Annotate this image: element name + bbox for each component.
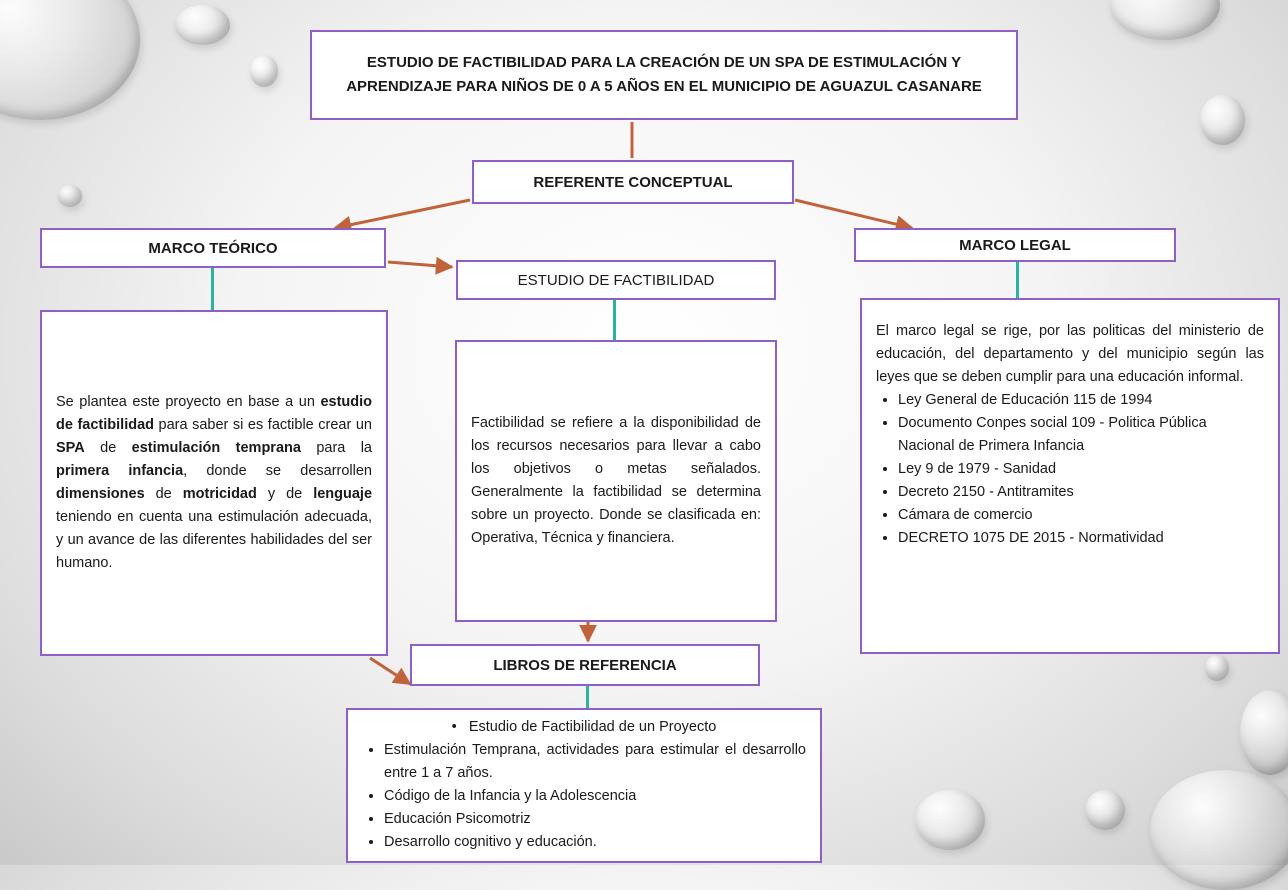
connector-libros	[586, 686, 589, 708]
emphasis-text: motricidad	[182, 486, 257, 502]
libros-first-item-row: • Estudio de Factibilidad de un Proyecto	[362, 716, 806, 739]
referente-conceptual-box: REFERENTE CONCEPTUAL	[472, 160, 794, 204]
main-title: ESTUDIO DE FACTIBILIDAD PARA LA CREACIÓN…	[310, 30, 1018, 120]
paragraph-text: para saber si es factible crear un	[154, 417, 372, 433]
list-item: Ley 9 de 1979 - Sanidad	[898, 458, 1264, 481]
paragraph-text: Se plantea este proyecto en base a un	[56, 394, 321, 410]
list-item: Código de la Infancia y la Adolescencia	[384, 785, 806, 808]
water-drop-decoration	[1240, 690, 1288, 775]
marco-legal-heading: MARCO LEGAL	[854, 228, 1176, 262]
emphasis-text: lenguaje	[313, 486, 373, 502]
paragraph-text: , donde se desarrollen	[183, 463, 372, 479]
arrow-referente-to-legal	[794, 198, 914, 233]
list-item: Estudio de Factibilidad de un Proyecto	[468, 719, 717, 735]
list-item: DECRETO 1075 DE 2015 - Normatividad	[898, 527, 1264, 550]
paragraph-text: teniendo en cuenta una estimulación adec…	[56, 509, 372, 571]
emphasis-text: estimulación temprana	[131, 440, 301, 456]
paragraph-text: de	[84, 440, 132, 456]
arrow-teorico-to-libros	[369, 656, 412, 686]
water-drop-decoration	[250, 55, 278, 87]
list-item: Documento Conpes social 109 - Politica P…	[898, 412, 1264, 458]
libros-text-box: • Estudio de Factibilidad de un Proyecto…	[346, 708, 822, 863]
marco-teorico-text-box: Se plantea este proyecto en base a un es…	[40, 310, 388, 656]
arrow-referente-to-teorico	[333, 198, 471, 234]
list-item: Ley General de Educación 115 de 1994	[898, 389, 1264, 412]
water-drop-decoration	[1205, 655, 1229, 681]
list-item: Decreto 2150 - Antitramites	[898, 481, 1264, 504]
estudio-factibilidad-heading: ESTUDIO DE FACTIBILIDAD	[456, 260, 776, 300]
connector-estudio	[613, 300, 616, 340]
estudio-text-box: Factibilidad se refiere a la disponibili…	[455, 340, 777, 622]
list-item: Desarrollo cognitivo y educación.	[384, 831, 806, 854]
arrows-layer	[333, 122, 914, 686]
connector-teorico	[211, 268, 214, 310]
bullet-icon: •	[451, 719, 469, 735]
arrow-teorico-to-estudio	[387, 256, 454, 275]
marco-legal-text-box: El marco legal se rige, por las politica…	[860, 298, 1280, 654]
libros-list: Estimulación Temprana, actividades para …	[362, 739, 806, 854]
water-drop-decoration	[1085, 790, 1125, 830]
list-item: Cámara de comercio	[898, 504, 1264, 527]
estudio-paragraph: Factibilidad se refiere a la disponibili…	[471, 415, 761, 546]
water-drop-decoration	[58, 185, 82, 207]
marco-legal-intro: El marco legal se rige, por las politica…	[876, 323, 1264, 385]
water-drop-decoration	[915, 790, 985, 850]
emphasis-text: estudio de factibilidad	[56, 394, 372, 433]
connector-legal	[1016, 262, 1019, 298]
libros-referencia-heading: LIBROS DE REFERENCIA	[410, 644, 760, 686]
paragraph-text: y de	[256, 486, 314, 502]
list-item: Estimulación Temprana, actividades para …	[384, 739, 806, 785]
emphasis-text: SPA	[56, 440, 85, 456]
list-item: Educación Psicomotriz	[384, 808, 806, 831]
water-drop-decoration	[1200, 95, 1245, 145]
paragraph-text: para la	[300, 440, 373, 456]
marco-teorico-heading: MARCO TEÓRICO	[40, 228, 386, 268]
marco-legal-list: Ley General de Educación 115 de 1994 Doc…	[876, 389, 1264, 550]
emphasis-text: dimensiones	[56, 486, 145, 502]
water-drop-decoration	[175, 5, 230, 45]
marco-teorico-paragraph: Se plantea este proyecto en base a un es…	[56, 391, 372, 575]
paragraph-text: de	[144, 486, 183, 502]
emphasis-text: primera infancia	[56, 463, 184, 479]
